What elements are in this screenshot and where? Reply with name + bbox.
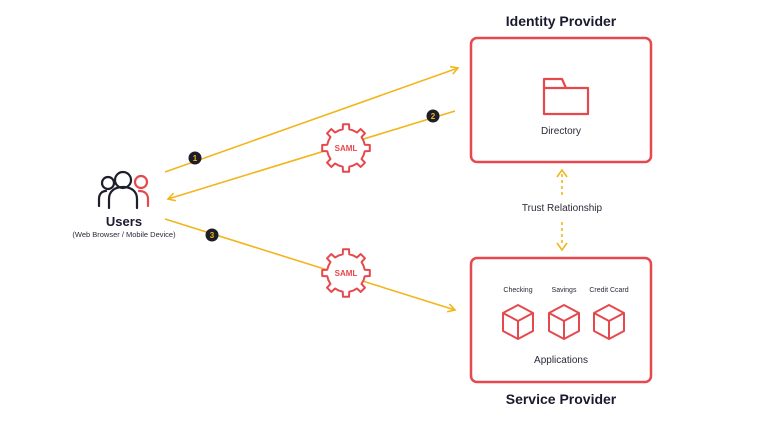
cube-icon [502,304,534,340]
identity-provider-title: Identity Provider [505,13,617,29]
gear-outline [321,123,371,173]
gear-outline [321,248,371,298]
step-number: 3 [210,231,215,240]
arrow-idp-to-users [166,110,456,202]
saml-label: SAML [335,144,358,153]
gear-icon: SAML [321,248,371,298]
app-label-credit-card: Credit Ccard [589,287,629,294]
users-title: Users [105,214,143,229]
trust-relationship-arrow [556,168,568,252]
users-icon [97,170,150,210]
service-provider-box [469,256,653,384]
step-number: 2 [431,112,436,121]
cube-icon [593,304,625,340]
users-subtitle: (Web Browser / Mobile Device) [72,230,176,239]
saml-label: SAML [335,269,358,278]
app-label-checking: Checking [503,287,533,294]
step-badge-3: 3 [205,228,219,242]
cube-icon [548,304,580,340]
identity-provider-box [469,36,653,164]
applications-label: Applications [534,355,588,366]
directory-label: Directory [540,126,581,137]
step-number: 1 [193,154,198,163]
arrow-users-to-idp [164,65,460,173]
folder-icon [542,77,590,116]
trust-relationship-label: Trust Relationship [505,203,619,214]
gear-icon: SAML [321,123,371,173]
step-badge-2: 2 [426,109,440,123]
app-label-savings: Savings [551,287,577,294]
service-provider-title: Service Provider [505,391,617,407]
step-badge-1: 1 [188,151,202,165]
